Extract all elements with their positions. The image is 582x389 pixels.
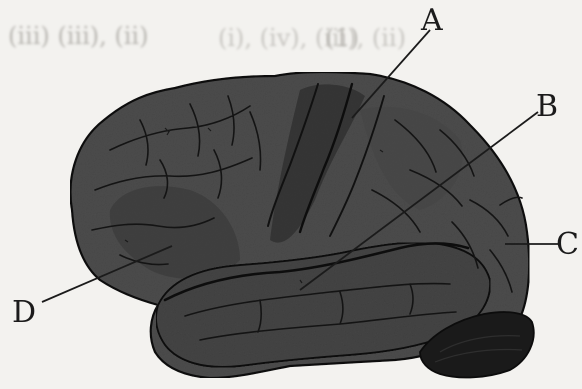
label-b: B	[536, 92, 558, 122]
label-c: C	[556, 230, 579, 260]
label-a: A	[421, 6, 443, 36]
label-d: D	[12, 298, 36, 328]
